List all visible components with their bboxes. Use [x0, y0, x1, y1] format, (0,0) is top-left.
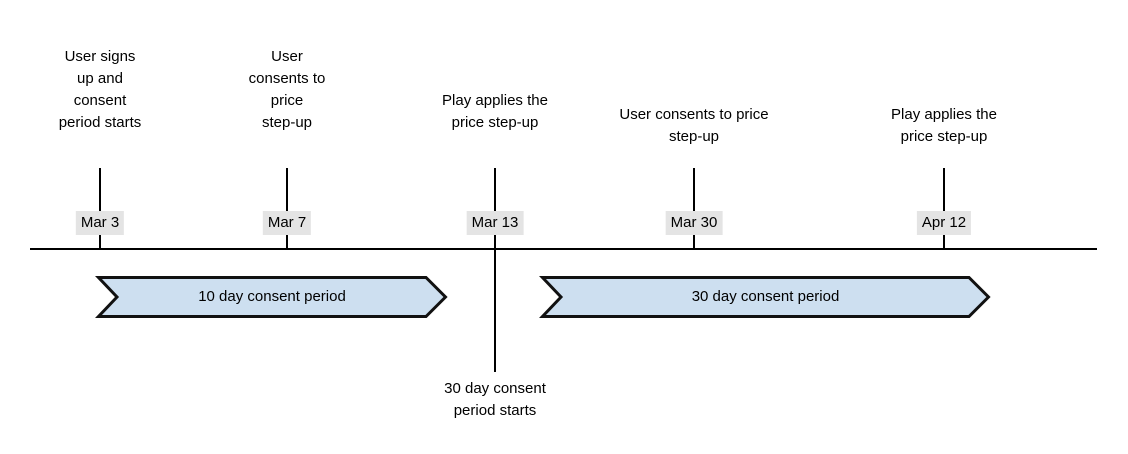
event-caption-mar-7: User consents to price step-up: [248, 48, 326, 131]
tick-mark-apr-12: [943, 232, 945, 250]
event-caption-mar-30: User consents to price step-up: [619, 106, 769, 145]
date-chip-mar-13: Mar 13: [466, 211, 524, 235]
tick-mark-mar-7: [286, 232, 288, 250]
date-chip-apr-12: Apr 12: [916, 211, 972, 235]
event-caption-apr-12: Play applies the price step-up: [891, 106, 997, 145]
tick-mark-mar-3: [99, 232, 101, 250]
tick-mark-mar-30: [693, 232, 695, 250]
leader-line-mar-30: [693, 168, 695, 212]
below-axis-note-mar-13: 30 day consent period starts: [444, 380, 546, 419]
event-caption-mar-3: User signs up and consent period starts: [58, 48, 142, 131]
leader-line-mar-3: [99, 168, 101, 212]
leader-line-mar-13: [494, 168, 496, 212]
banner-arrow-shape-30-day: [541, 276, 990, 318]
consent-period-banner-10-day: 10 day consent period: [97, 276, 447, 318]
date-chip-mar-3: Mar 3: [75, 211, 125, 235]
leader-line-apr-12: [943, 168, 945, 212]
date-chip-mar-30: Mar 30: [665, 211, 723, 235]
event-caption-mar-13: Play applies the price step-up: [442, 92, 548, 131]
consent-period-banner-30-day: 30 day consent period: [541, 276, 990, 318]
tick-mark-mar-13: [494, 232, 496, 372]
timeline-axis: [30, 248, 1097, 250]
leader-line-mar-7: [286, 168, 288, 212]
date-chip-mar-7: Mar 7: [262, 211, 312, 235]
banner-arrow-shape-10-day: [97, 276, 447, 318]
